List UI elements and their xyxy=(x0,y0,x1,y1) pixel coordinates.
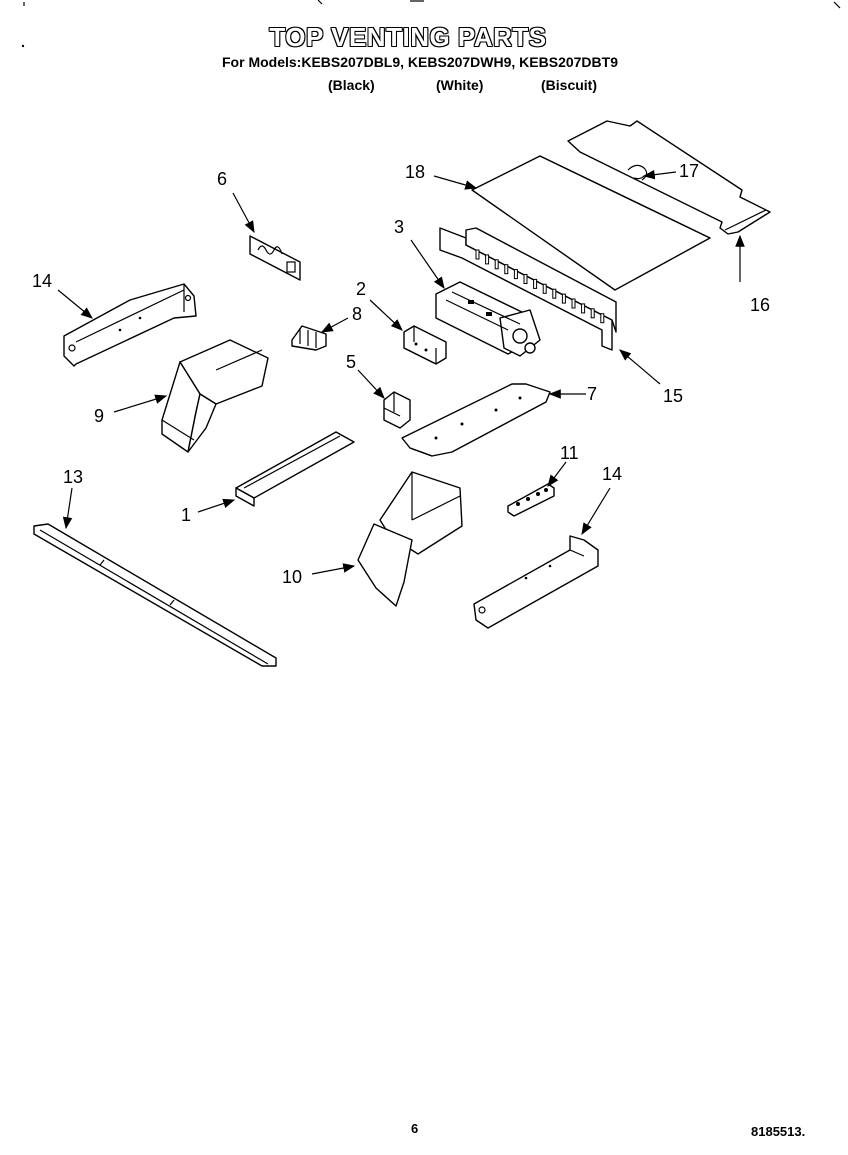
bracket-slot xyxy=(475,249,480,260)
page-number: 6 xyxy=(411,1121,419,1136)
document-number: 8185513. xyxy=(751,1124,806,1139)
bracket-slot xyxy=(533,278,538,289)
callout-7: 7 xyxy=(587,384,598,404)
color-white-label: (White) xyxy=(436,77,484,93)
part-1-channel xyxy=(235,431,355,507)
callout-16: 16 xyxy=(750,295,771,315)
callout-10: 10 xyxy=(282,567,303,587)
part-6-bracket xyxy=(249,235,301,281)
callout-15: 15 xyxy=(663,386,684,406)
callout-13: 13 xyxy=(63,467,84,487)
part-13-rail xyxy=(33,523,277,667)
stray-marks xyxy=(21,0,841,48)
bracket-slot xyxy=(513,269,518,280)
page-title: TOP VENTING PARTS xyxy=(269,22,547,52)
part-3-fan-motor xyxy=(435,281,541,357)
bracket-slot xyxy=(494,259,499,270)
part-11-terminal-strip xyxy=(507,483,555,517)
callout-14-lower: 14 xyxy=(602,464,623,484)
callout-11: 11 xyxy=(560,443,579,463)
bracket-slot xyxy=(504,264,509,275)
bracket-slot xyxy=(600,313,605,324)
part-8-switch xyxy=(291,325,327,351)
callout-leaders xyxy=(57,169,745,575)
bracket-slot xyxy=(552,288,557,299)
part-10-air-guide xyxy=(357,471,463,607)
bracket-slot xyxy=(590,308,595,319)
bracket-slot xyxy=(561,293,566,304)
callout-3: 3 xyxy=(394,217,405,237)
models-line: For Models:KEBS207DBL9, KEBS207DWH9, KEB… xyxy=(222,54,618,70)
callout-18: 18 xyxy=(405,162,426,182)
callout-1: 1 xyxy=(181,505,192,525)
bracket-slot xyxy=(571,298,576,309)
callout-2: 2 xyxy=(356,279,367,299)
part-5-switch xyxy=(383,391,411,429)
bracket-slot xyxy=(542,283,547,294)
part-7-mounting-plate xyxy=(401,383,551,457)
part-14-side-bracket-left xyxy=(63,283,197,367)
color-black-label: (Black) xyxy=(328,77,375,93)
part-16-top-cover xyxy=(567,120,771,235)
part-2-terminal-block xyxy=(403,325,447,365)
color-biscuit-label: (Biscuit) xyxy=(541,77,597,93)
bracket-slot xyxy=(485,254,490,265)
part-14-side-bracket-right xyxy=(473,535,599,629)
callout-6: 6 xyxy=(217,169,228,189)
part-9-duct xyxy=(161,339,269,453)
callout-9: 9 xyxy=(94,406,105,426)
callout-8: 8 xyxy=(352,304,363,324)
part-15-slotted-bracket xyxy=(439,227,617,351)
part-18-vent-panel xyxy=(471,155,711,291)
bracket-slot xyxy=(523,274,528,284)
callout-14-upper: 14 xyxy=(32,271,53,291)
callout-5: 5 xyxy=(346,352,357,372)
bracket-slot xyxy=(581,303,586,314)
callout-17: 17 xyxy=(679,161,700,181)
